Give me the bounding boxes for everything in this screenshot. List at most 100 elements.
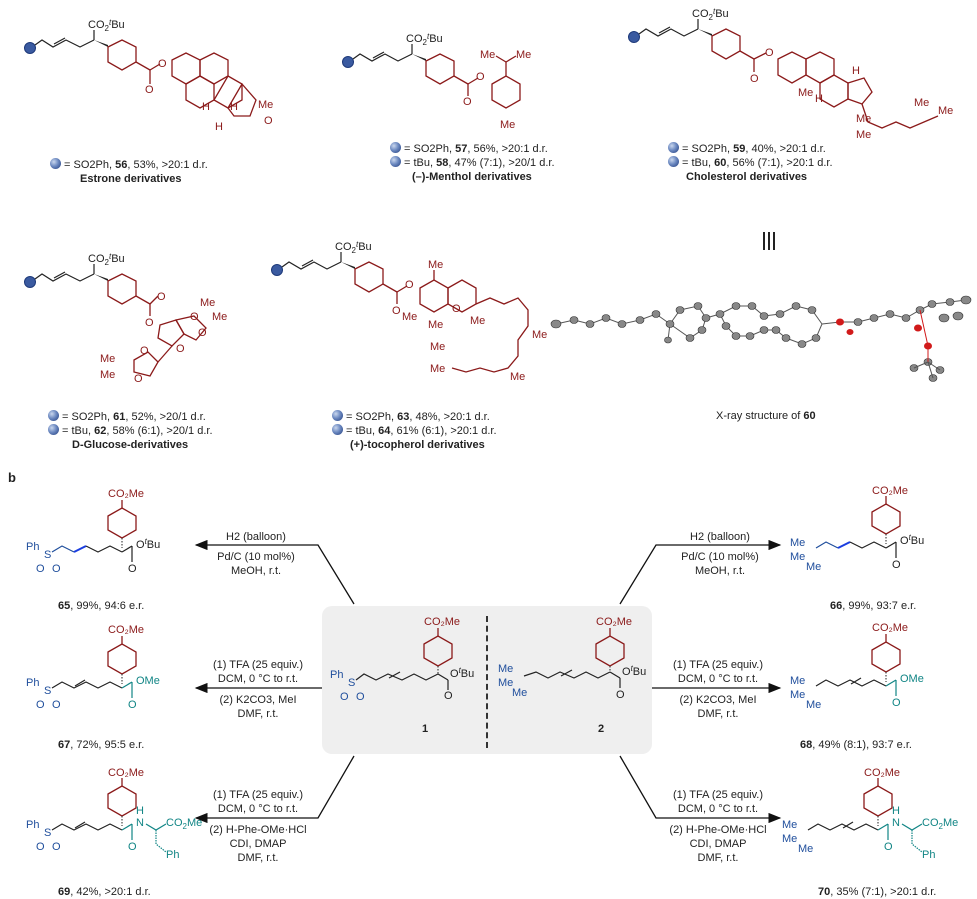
svg-text:O: O xyxy=(36,563,45,575)
yield: 52% xyxy=(131,411,154,423)
compound-result-line: = SO2Ph, 59, 40%, >20:1 d.r. xyxy=(668,142,826,156)
conditions-70-above: (1) TFA (25 equiv.) DCM, 0 °C to r.t. xyxy=(656,788,780,816)
svg-text:O: O xyxy=(340,691,349,703)
svg-text:CO2tBu: CO2tBu xyxy=(335,240,372,255)
svg-text:Me: Me xyxy=(790,551,805,563)
r-group-ball-icon xyxy=(50,158,61,169)
svg-text:Me: Me xyxy=(430,363,445,375)
condition-text: DMF, r.t. xyxy=(697,852,739,864)
r-group-ball-icon xyxy=(668,156,679,167)
compound-number: 62 xyxy=(94,425,107,437)
svg-text:Me: Me xyxy=(258,99,273,111)
compound-result-line: = tBu, 64, 61% (6:1), >20:1 d.r. xyxy=(332,424,497,438)
r-group-ball-icon xyxy=(668,142,679,153)
product-65-caption: 65, 99%, 94:6 e.r. xyxy=(58,600,145,612)
svg-text:O: O xyxy=(134,373,143,385)
dr: >20/1 d.r. xyxy=(508,157,555,169)
svg-text:Me: Me xyxy=(516,49,531,61)
condition-text: Pd/C (10 mol%) xyxy=(217,551,295,563)
co2me-label: CO₂Me xyxy=(108,488,144,500)
svg-text:O: O xyxy=(176,343,185,355)
svg-text:O: O xyxy=(158,58,167,70)
product-result: 72%, 95:5 e.r. xyxy=(76,739,145,751)
condition-text: (1) TFA (25 equiv.) xyxy=(672,789,764,801)
svg-text:Me: Me xyxy=(798,843,813,855)
svg-text:Me: Me xyxy=(914,97,929,109)
condition-text: (1) TFA (25 equiv.) xyxy=(672,659,764,671)
r-group: tBu xyxy=(71,425,88,437)
condition-text: (2) K2CO3, MeI xyxy=(219,694,297,706)
svg-text:O: O xyxy=(157,291,166,303)
yield: 56% (7:1) xyxy=(732,157,781,169)
dr: >20:1 d.r. xyxy=(443,411,490,423)
product-69-caption: 69, 42%, >20:1 d.r. xyxy=(58,886,151,898)
ome-label: OMe xyxy=(900,673,924,685)
compound-cholesterol: CO2tBu O O Me H H Me Me Me Me = SO2Ph, 5… xyxy=(620,0,977,200)
conditions-65-above: H2 (balloon) xyxy=(196,530,316,544)
compound-number: 61 xyxy=(113,411,126,423)
compound-number: 63 xyxy=(397,411,410,423)
svg-text:Me: Me xyxy=(100,353,115,365)
compound-result-line: = SO2Ph, 57, 56%, >20:1 d.r. xyxy=(390,142,548,156)
r-group: SO2Ph xyxy=(71,411,107,423)
svg-text:Me: Me xyxy=(856,129,871,141)
compound-number: 65 xyxy=(58,600,71,612)
compound-number-2: 2 xyxy=(598,723,604,735)
svg-text:O: O xyxy=(616,689,625,701)
svg-text:N: N xyxy=(136,817,144,829)
r-group: SO2Ph xyxy=(73,159,109,171)
dr: >20:1 d.r. xyxy=(161,159,208,171)
arrow-to-69 xyxy=(194,755,355,824)
svg-text:O: O xyxy=(892,697,901,709)
compound-menthol: CO2tBu O O Me Me Me = SO2Ph, 57, 56%, >2… xyxy=(330,0,630,200)
svg-text:O: O xyxy=(892,559,901,571)
compound-glucose: CO2tBu O O O O O Me Me Me Me O O = SO2Ph… xyxy=(0,220,300,470)
dr: >20:1 d.r. xyxy=(501,143,548,155)
dr: >20:1 d.r. xyxy=(450,425,497,437)
r-group-ball-icon xyxy=(332,424,343,435)
compound-number-1: 1 xyxy=(422,723,428,735)
svg-text:Me: Me xyxy=(498,677,513,689)
compound-title: D-Glucose-derivatives xyxy=(72,439,189,451)
svg-text:Me: Me xyxy=(428,259,443,271)
svg-text:Me: Me xyxy=(428,319,443,331)
svg-text:S: S xyxy=(44,549,51,561)
co2me-label: CO₂Me xyxy=(424,616,460,628)
compound-number: 60 xyxy=(714,157,727,169)
condition-text: DCM, 0 °C to r.t. xyxy=(217,803,299,815)
svg-text:N: N xyxy=(892,817,900,829)
svg-text:O: O xyxy=(452,303,461,315)
svg-text:H: H xyxy=(852,65,860,77)
condition-text: DMF, r.t. xyxy=(237,708,279,720)
co2me-label: CO₂Me xyxy=(596,616,632,628)
oxygen-atom-o3 xyxy=(836,318,844,326)
svg-text:Me: Me xyxy=(790,537,805,549)
svg-text:Me: Me xyxy=(856,113,871,125)
svg-text:Me: Me xyxy=(430,341,445,353)
svg-text:O: O xyxy=(198,327,207,339)
compound-result-line: = SO2Ph, 56, 53%, >20:1 d.r. xyxy=(50,158,208,172)
product-result: 99%, 94:6 e.r. xyxy=(76,600,145,612)
product-70-caption: 70, 35% (7:1), >20:1 d.r. xyxy=(818,886,937,898)
svg-text:Me: Me xyxy=(532,329,547,341)
compound-number: 64 xyxy=(378,425,391,437)
compound-number: 69 xyxy=(58,886,71,898)
panel-label-b: b xyxy=(8,470,16,485)
dr: >20:1 d.r. xyxy=(786,157,833,169)
product-result: 49% (8:1), 93:7 e.r. xyxy=(818,739,912,751)
condition-text: DCM, 0 °C to r.t. xyxy=(677,803,759,815)
svg-text:S: S xyxy=(44,827,51,839)
compound-number: 67 xyxy=(58,739,71,751)
svg-text:O: O xyxy=(128,699,137,711)
menthol-structure: CO2tBu O O Me Me Me xyxy=(342,32,531,131)
compound-title: Estrone derivatives xyxy=(80,173,182,185)
svg-text:O: O xyxy=(128,841,137,853)
r-group: tBu xyxy=(691,157,708,169)
r-group-ball-icon xyxy=(628,31,640,43)
condition-text: H2 (balloon) xyxy=(226,531,286,543)
yield: 48% xyxy=(415,411,438,423)
